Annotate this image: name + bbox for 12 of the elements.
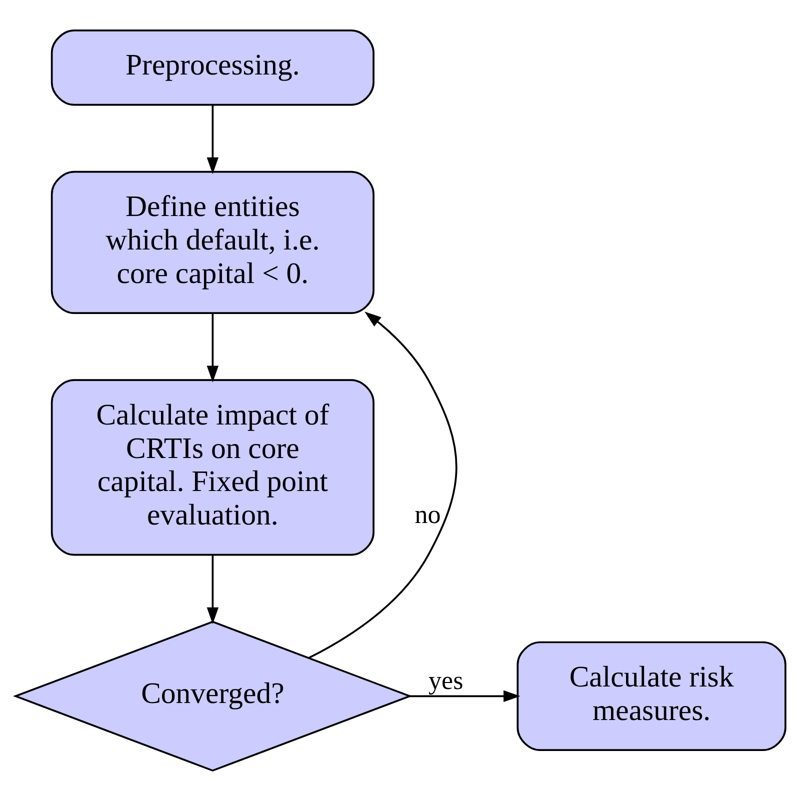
arrow [206, 104, 219, 174]
edge-label: yes [428, 666, 464, 696]
node-box: Define entities which default, i.e. core capital < 0. [50, 170, 374, 314]
arrow [206, 313, 219, 382]
node-box: Calculate risk measures. [516, 641, 786, 752]
arrow [308, 312, 458, 659]
arrow [410, 690, 520, 702]
arrow [206, 555, 219, 624]
node-box: Calculate impact of CRTIs on core capital. Fixed point evaluation. [50, 379, 374, 556]
node-diamond: Converged? [12, 620, 412, 772]
edge-label: no [414, 500, 441, 530]
node-box: Preprocessing. [50, 30, 374, 106]
